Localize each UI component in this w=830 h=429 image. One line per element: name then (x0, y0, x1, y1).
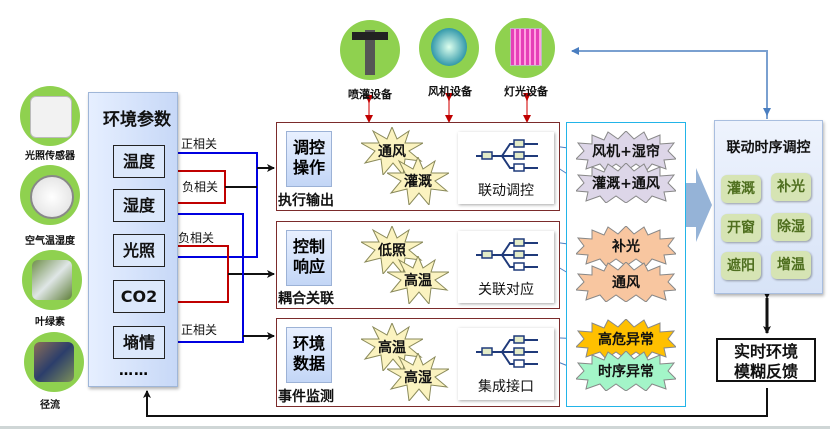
schedule-title: 联动时序调控 (726, 140, 811, 156)
result-label: 时序异常 (598, 364, 654, 380)
action-open-window: 开窗 (721, 214, 761, 242)
env-params-panel: 环境参数 温度 湿度 光照 CO2 墒情 …… (88, 92, 178, 387)
device-grow-light (495, 18, 555, 78)
process-button: 环境数据 (286, 327, 332, 383)
corr-temp-positive: 正相关 (181, 137, 218, 151)
action-heat: 增温 (771, 251, 811, 279)
result-label: 通风 (612, 275, 640, 291)
realtime-fuzzy-feedback: 实时环境模糊反馈 (716, 338, 816, 382)
bottom-divider (0, 426, 830, 429)
result-burst: 时序异常 (574, 350, 678, 392)
device-label: 喷灌设备 (348, 88, 392, 101)
env-params-title: 环境参数 (103, 110, 171, 130)
runoff-sensor-icon (34, 342, 74, 382)
burst-event: 高湿 (385, 351, 451, 403)
light-sensor-icon (30, 96, 72, 138)
tree-icon (476, 238, 538, 271)
corr-light-co2-negative: 负相关 (178, 231, 215, 245)
fan-icon (431, 28, 467, 66)
device-sprinkler (340, 20, 400, 80)
device-label: 风机设备 (428, 85, 472, 98)
sensor-label: 光照传感器 (25, 151, 75, 162)
device-label: 灯光设备 (504, 85, 548, 98)
result-burst: 补光 (574, 225, 678, 267)
grow-light-icon (510, 28, 542, 66)
tree-label: 集成接口 (478, 379, 534, 395)
more-params: …… (119, 363, 149, 379)
sprinkler-icon (365, 30, 375, 75)
result-burst: 通风 (574, 261, 678, 303)
sensor-hygrometer (20, 165, 80, 225)
tree-card: 关联对应 (458, 231, 554, 303)
process-execution: 调控操作 执行输出 通风 灌溉 联动调控 (276, 122, 560, 211)
process-button: 控制响应 (286, 230, 332, 286)
corr-soil-positive: 正相关 (181, 323, 218, 337)
tree-icon (476, 139, 538, 172)
process-coupling: 控制响应 耦合关联 低照 高温 关联对应 (276, 221, 560, 309)
big-flow-arrow (682, 168, 712, 242)
result-label: 风机+湿帘 (592, 144, 660, 160)
action-shade: 遮阳 (721, 252, 761, 280)
tree-card: 集成接口 (458, 328, 554, 400)
burst-event: 高温 (385, 254, 451, 306)
linked-schedule-panel: 联动时序调控 灌溉 补光 开窗 除湿 遮阳 增温 (714, 120, 823, 294)
action-dehumidify: 除湿 (771, 213, 811, 241)
temp-positive-line (168, 152, 258, 258)
process-label: 执行输出 (278, 193, 334, 209)
process-label: 事件监测 (278, 389, 334, 405)
corr-temp-hum-negative: 负相关 (182, 180, 219, 194)
result-label: 补光 (612, 239, 640, 255)
param-light: 光照 (113, 234, 165, 267)
result-label: 灌溉+通风 (592, 176, 660, 192)
action-supplement-light: 补光 (771, 173, 811, 201)
sensor-label: 空气温湿度 (25, 236, 75, 247)
sensor-runoff (24, 332, 84, 392)
param-co2: CO2 (113, 280, 165, 313)
sensor-label: 径流 (40, 400, 60, 411)
burst-event: 通风 (359, 125, 425, 177)
tree-icon (476, 335, 538, 368)
chlorophyll-meter-icon (32, 260, 72, 300)
light-co2-negative-line (172, 245, 229, 303)
sensor-light (20, 86, 80, 146)
process-label: 耦合关联 (278, 291, 334, 307)
hygrometer-icon (30, 175, 74, 219)
result-burst: 高危异常 (574, 318, 678, 360)
param-temperature: 温度 (113, 145, 165, 178)
result-burst: 灌溉+通风 (574, 162, 678, 204)
tree-label: 联动调控 (478, 183, 534, 199)
tree-card: 联动调控 (458, 132, 554, 204)
action-irrigation: 灌溉 (721, 175, 761, 203)
result-burst: 风机+湿帘 (574, 130, 678, 172)
burst-event: 低照 (359, 224, 425, 276)
param-soil-moisture: 墒情 (113, 326, 165, 359)
hum-soil-positive-line (168, 213, 244, 343)
device-fan (419, 18, 479, 78)
burst-event: 灌溉 (385, 155, 451, 207)
result-label: 高危异常 (598, 332, 654, 348)
param-humidity: 湿度 (113, 189, 165, 222)
process-monitoring: 环境数据 事件监测 高温 高湿 集成接口 (276, 318, 560, 407)
sensor-chlorophyll (22, 250, 82, 310)
process-button: 调控操作 (286, 131, 332, 187)
burst-event: 高温 (359, 321, 425, 373)
sensor-label: 叶绿素 (35, 317, 65, 328)
tree-label: 关联对应 (478, 282, 534, 298)
